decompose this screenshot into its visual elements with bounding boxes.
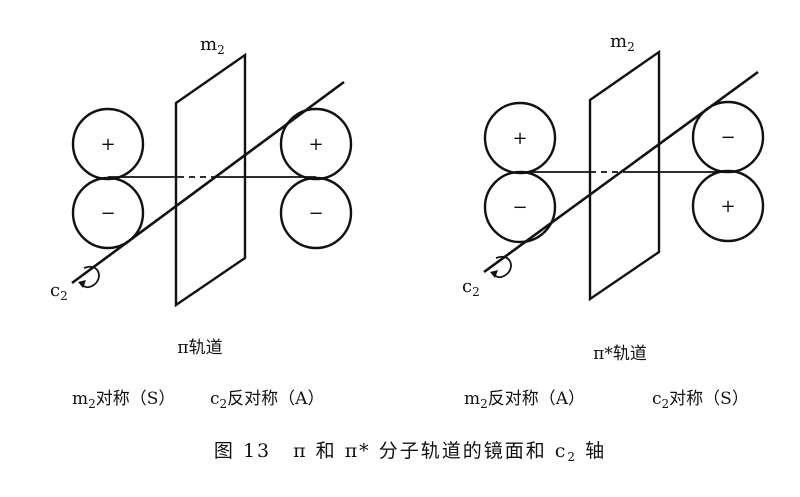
right-orbital-title: π*轨道	[593, 344, 647, 364]
left-sym-axis: c2反对称（A）	[210, 389, 324, 411]
right-sign-upper-left: +	[512, 128, 527, 149]
left-sign-lower-right: −	[308, 203, 323, 224]
left-axis-label: c2	[50, 280, 68, 303]
right-sign-lower-right: +	[720, 196, 735, 217]
right-sign-lower-left: −	[512, 197, 527, 218]
right-axis-label: c2	[462, 276, 480, 299]
right-rotation-arrowhead-icon	[490, 270, 498, 278]
left-sign-upper-right: +	[308, 134, 323, 155]
left-sign-lower-left: −	[100, 203, 115, 224]
left-sym-mirror: m2对称（S）	[72, 389, 175, 411]
left-orbital-title: π轨道	[177, 338, 222, 358]
left-panel: m2 c2 + − + − π轨道 m2对称（S） c2反对称（A）	[50, 34, 353, 411]
right-mirror-plane	[588, 49, 661, 302]
right-c2-axis	[483, 70, 759, 274]
left-mirror-plane	[174, 52, 247, 308]
left-lobe-lower-right	[279, 176, 353, 250]
left-lobe-lower-left	[71, 176, 145, 250]
left-sign-upper-left: +	[100, 134, 115, 155]
left-rotation-arrowhead-icon	[78, 280, 86, 288]
left-c2-axis	[71, 80, 345, 285]
right-lobe-lower-right	[691, 169, 765, 243]
right-sym-mirror: m2反对称（A）	[464, 389, 585, 411]
left-mirror-label: m2	[200, 34, 225, 57]
right-sym-axis: c2对称（S）	[652, 389, 749, 411]
right-sign-upper-right: −	[720, 127, 735, 148]
right-panel: m2 c2 + − − + π*轨道 m2反对称（A） c2对称（S）	[462, 31, 765, 411]
right-mirror-label: m2	[610, 31, 635, 54]
figure-number: 图 13	[214, 440, 271, 462]
